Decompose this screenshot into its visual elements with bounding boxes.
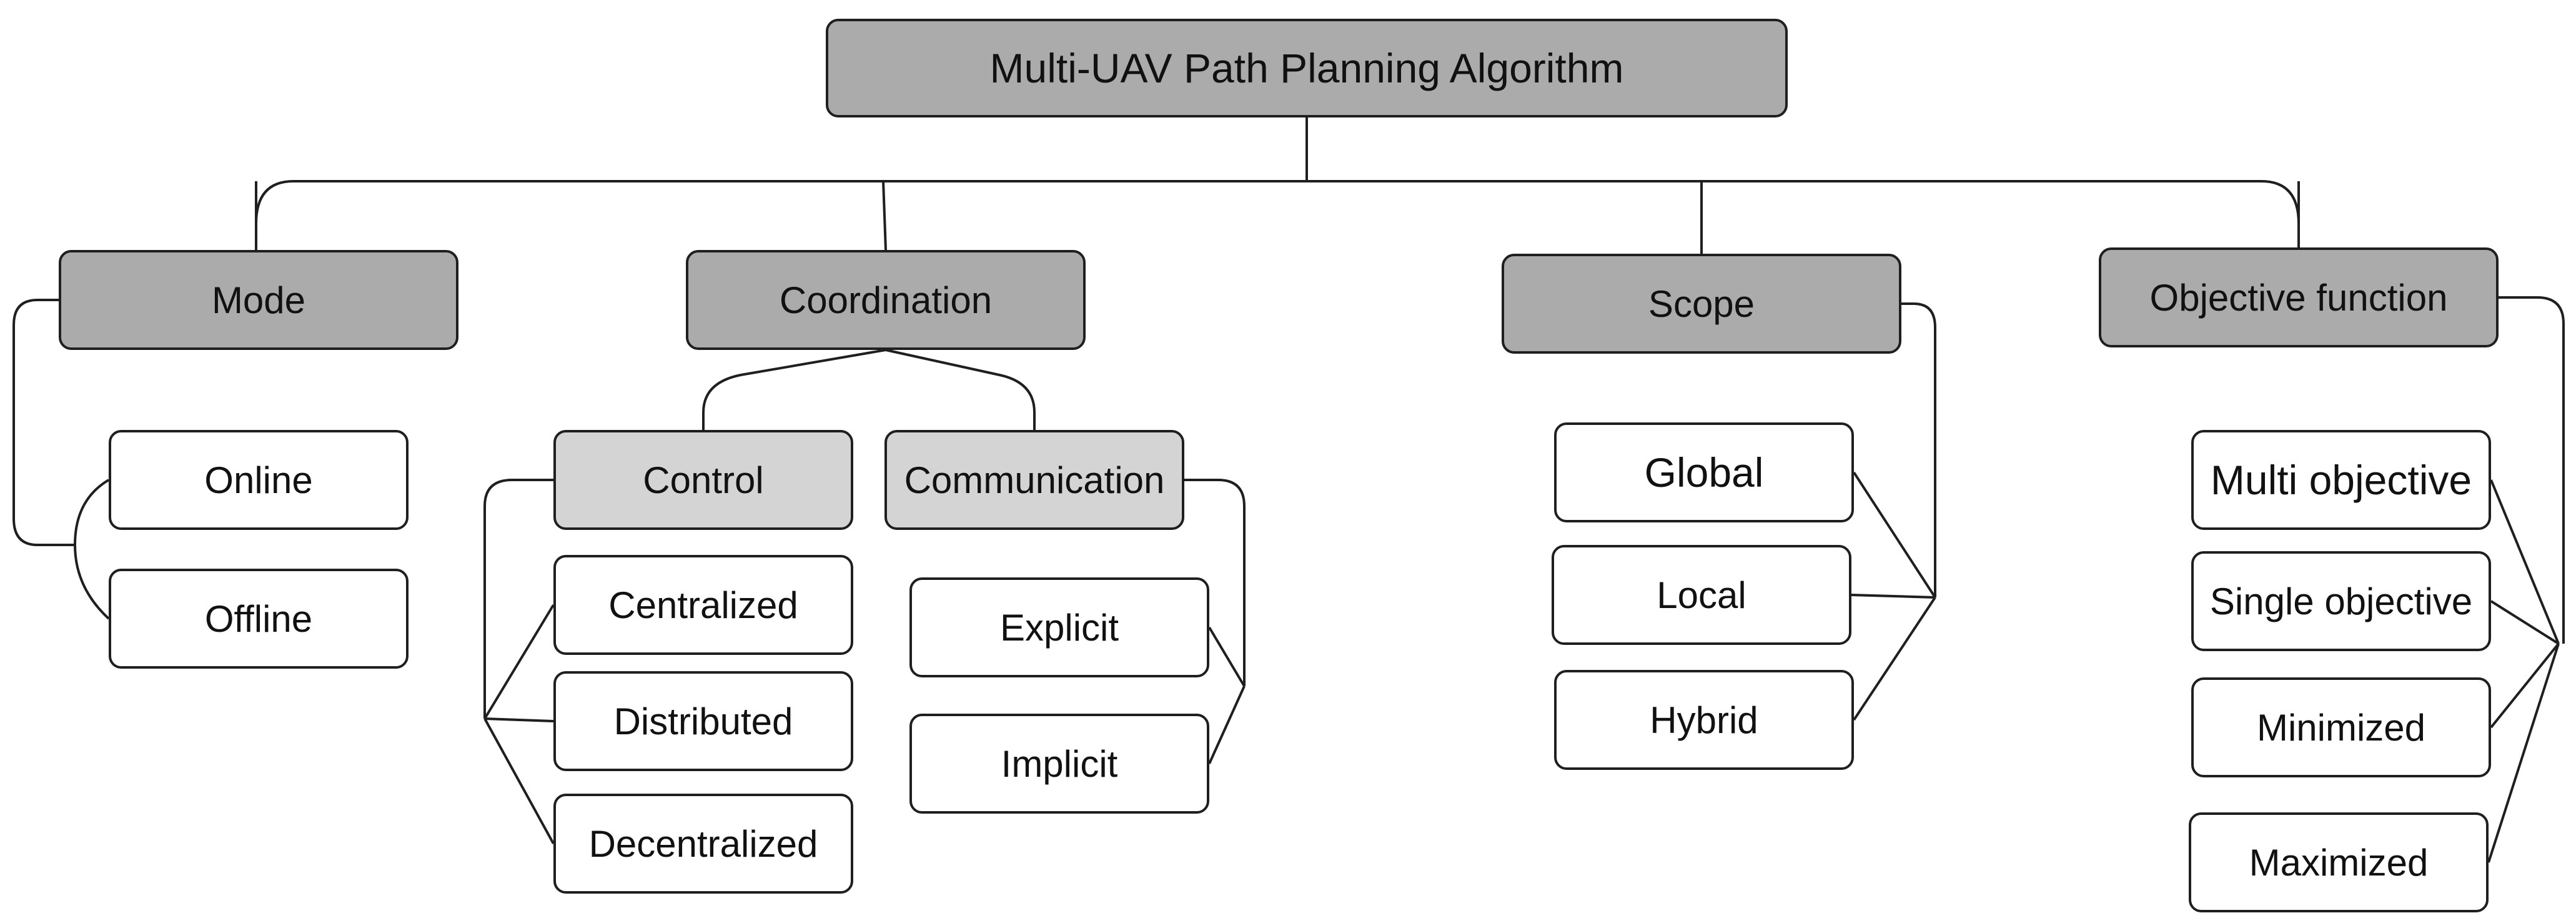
mode-to-online-connector: [74, 479, 110, 546]
scope-bracket-connector: [1901, 302, 1936, 597]
coordination-fork-right-connector: [885, 349, 1036, 430]
mode-node: Mode: [59, 250, 458, 350]
objective-multi-node: Multi objective: [2191, 430, 2491, 530]
objective-single-node: Single objective: [2191, 551, 2491, 651]
control-node: Control: [553, 430, 853, 530]
control-to-centralized-connector: [483, 604, 555, 720]
mode-to-offline-connector: [74, 544, 110, 620]
root-node: Multi-UAV Path Planning Algorithm: [826, 19, 1788, 117]
control-distributed-node: Distributed: [553, 671, 853, 771]
communication-to-implicit-connector: [1208, 686, 1246, 764]
coordination-fork-left-connector: [702, 349, 886, 430]
scope-to-local-connector: [1851, 594, 1936, 599]
control-centralized-node: Centralized: [553, 555, 853, 655]
control-to-distributed-connector: [484, 717, 554, 722]
communication-to-explicit-connector: [1208, 626, 1246, 687]
control-to-decentralized-connector: [483, 718, 555, 844]
mode-offline-node: Offline: [109, 569, 409, 669]
control-decentralized-node: Decentralized: [553, 794, 853, 894]
trunk-to-coordination-connector: [882, 181, 887, 251]
objective-function-node: Objective function: [2099, 247, 2499, 347]
communication-node: Communication: [884, 430, 1184, 530]
mode-bracket-connector: [12, 299, 75, 546]
scope-to-global-connector: [1853, 471, 1936, 599]
trunk-line-connector: [255, 180, 2300, 224]
communication-explicit-node: Explicit: [909, 577, 1209, 677]
communication-bracket-connector: [1184, 479, 1246, 686]
control-bracket-connector: [483, 479, 553, 719]
objective-to-maximized-connector: [2487, 643, 2560, 863]
scope-node: Scope: [1502, 254, 1901, 354]
objective-to-multi-connector: [2490, 479, 2560, 644]
scope-local-node: Local: [1552, 545, 1851, 645]
objective-minimized-node: Minimized: [2191, 677, 2491, 777]
objective-to-minimized-connector: [2490, 642, 2560, 729]
scope-global-node: Global: [1554, 422, 1854, 522]
scope-to-hybrid-connector: [1853, 596, 1936, 721]
scope-hybrid-node: Hybrid: [1554, 670, 1854, 770]
objective-to-single-connector: [2490, 600, 2560, 645]
mode-online-node: Online: [109, 430, 409, 530]
objective-maximized-node: Maximized: [2189, 812, 2489, 912]
communication-implicit-node: Implicit: [909, 714, 1209, 814]
objective-bracket-connector: [2499, 296, 2565, 644]
coordination-node: Coordination: [686, 250, 1086, 350]
